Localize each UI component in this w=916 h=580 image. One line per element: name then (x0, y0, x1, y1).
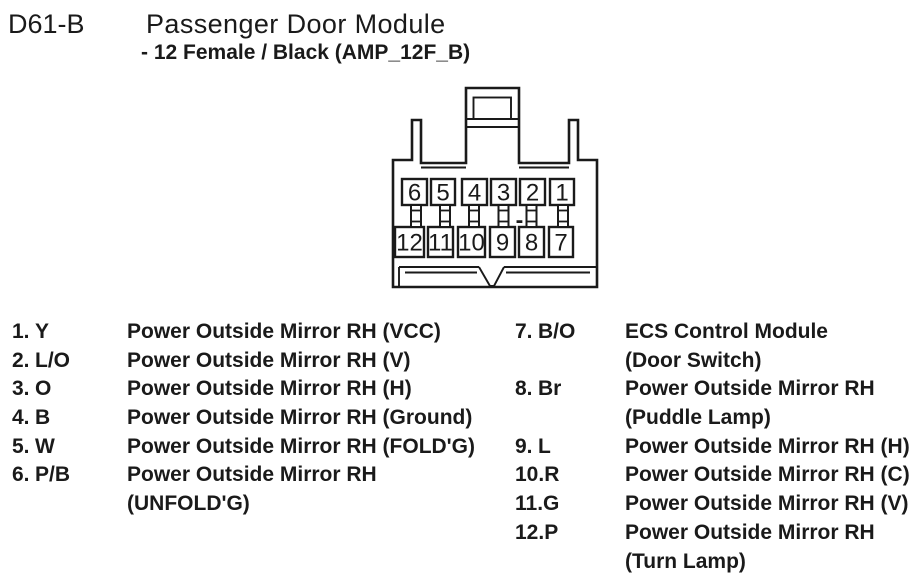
wire-color: L/O (35, 348, 70, 372)
pin-cavities-bottom-row (393, 225, 575, 259)
pin-list-left: 1.Y Power Outside Mirror RH (VCC) 2.L/O … (12, 318, 507, 519)
pin-number: 10. (515, 463, 545, 487)
pin-row-12: 12.P Power Outside Mirror RH (515, 519, 915, 548)
cavity-stubs (410, 204, 569, 228)
pin-number: 7. (515, 320, 533, 343)
separator-dash: - (516, 207, 524, 233)
pin-1-label: 1 (555, 180, 568, 207)
page-title: Passenger Door Module (146, 9, 446, 39)
pin-9-label: 9 (496, 230, 509, 257)
pin-8-label: 8 (525, 230, 538, 257)
pin-function: Power Outside Mirror RH (625, 520, 875, 544)
pin-function: Power Outside Mirror RH (625, 377, 875, 401)
pin-6-label: 6 (408, 180, 421, 207)
pin-row-8: 8.Br Power Outside Mirror RH (515, 375, 915, 404)
pin-numbers-bottom: 12 11 10 9 8 7 (396, 230, 568, 257)
pin-number: 4. (12, 406, 30, 430)
pin-function-continued: (Door Switch) (625, 348, 762, 372)
pin-number: 8. (515, 377, 533, 401)
pin-number: 2. (12, 348, 30, 372)
pin-7-label: 7 (554, 230, 567, 257)
pin-number: 11. (515, 492, 544, 516)
pin-function: Power Outside Mirror RH (V) (625, 492, 909, 516)
wire-color: R (544, 463, 560, 487)
pin-10-label: 10 (458, 230, 485, 257)
pin-4-label: 4 (468, 180, 481, 207)
pin-function: Power Outside Mirror RH (VCC) (127, 320, 441, 343)
pin-row-2: 2.L/O Power Outside Mirror RH (V) (12, 347, 507, 376)
pin-row-8-continuation: (Puddle Lamp) (515, 404, 915, 433)
pin-row-7: 7.B/O ECS Control Module (515, 318, 915, 347)
pin-number: 1. (12, 320, 30, 343)
pin-function-continued: (Puddle Lamp) (625, 406, 771, 430)
wire-color: B (35, 406, 51, 430)
pin-cavity-4 (460, 177, 489, 207)
pin-function: Power Outside Mirror RH (C) (625, 463, 910, 487)
pin-cavity-12 (393, 225, 426, 259)
pin-row-3: 3.O Power Outside Mirror RH (H) (12, 375, 507, 404)
wire-color: L (538, 434, 551, 458)
pin-cavity-6 (400, 177, 429, 207)
pin-row-1: 1.Y Power Outside Mirror RH (VCC) (12, 318, 507, 347)
pin-row-12-continuation: (Turn Lamp) (515, 548, 915, 577)
pin-number: 6. (12, 463, 30, 487)
pin-function: Power Outside Mirror RH (127, 463, 377, 487)
wire-color: Y (35, 320, 50, 343)
pin-12-label: 12 (396, 230, 423, 257)
pin-number: 3. (12, 377, 30, 401)
pin-function: Power Outside Mirror RH (H) (625, 434, 910, 458)
pin-row-11: 11.G Power Outside Mirror RH (V) (515, 490, 915, 519)
pin-row-4: 4.B Power Outside Mirror RH (Ground) (12, 404, 507, 433)
wire-color: G (543, 492, 560, 516)
pin-list-right: 7.B/O ECS Control Module (Door Switch) 8… (515, 318, 915, 576)
pin-row-9: 9.L Power Outside Mirror RH (H) (515, 433, 915, 462)
pin-cavity-11 (426, 225, 455, 259)
pin-numbers-top: 6 5 4 3 2 1 (408, 180, 569, 207)
wire-color: O (35, 377, 52, 401)
pin-number: 9. (515, 434, 533, 458)
wire-color: Br (538, 377, 562, 401)
bottom-key-bar (398, 266, 596, 287)
pin-function-continued: (Turn Lamp) (625, 549, 746, 573)
wire-color: P/B (35, 463, 71, 487)
pin-cavity-3 (489, 177, 518, 207)
pin-2-label: 2 (526, 180, 539, 207)
pin-row-6: 6.P/B Power Outside Mirror RH (12, 461, 507, 490)
pin-row-6-continuation: (UNFOLD'G) (12, 490, 507, 519)
pin-row-10: 10.R Power Outside Mirror RH (C) (515, 461, 915, 490)
pin-cavity-2 (518, 177, 547, 207)
connector-id: D61-B (8, 9, 85, 39)
wire-color: P (544, 520, 559, 544)
pin-function-continued: (UNFOLD'G) (127, 492, 250, 516)
pin-function: Power Outside Mirror RH (V) (127, 348, 411, 372)
pin-function: Power Outside Mirror RH (H) (127, 377, 412, 401)
pin-number: 5. (12, 434, 30, 458)
wire-color: W (35, 434, 55, 458)
pin-3-label: 3 (497, 180, 510, 207)
connector-subtitle: - 12 Female / Black (AMP_12F_B) (141, 41, 471, 64)
pin-function: Power Outside Mirror RH (FOLD'G) (127, 434, 476, 458)
pin-row-7-continuation: (Door Switch) (515, 347, 915, 376)
pin-row-5: 5.W Power Outside Mirror RH (FOLD'G) (12, 433, 507, 462)
pin-number: 12. (515, 520, 545, 544)
pin-function: ECS Control Module (625, 320, 828, 343)
pin-5-label: 5 (436, 180, 449, 207)
pin-function: Power Outside Mirror RH (Ground) (127, 406, 473, 430)
wire-color: B/O (538, 320, 576, 343)
pin-11-label: 11 (428, 230, 453, 257)
